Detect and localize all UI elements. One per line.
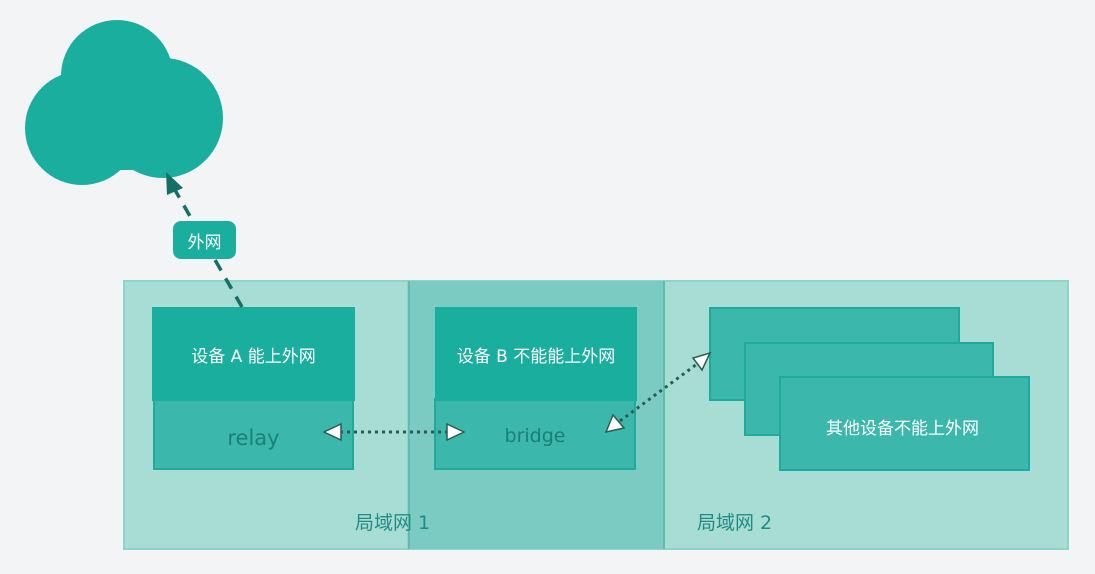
lan-1-label: 局域网 1: [355, 512, 431, 534]
device-a-role-label: relay: [227, 426, 280, 450]
bridge-others-link: [619, 362, 698, 423]
arrow-head-icon: [322, 422, 342, 442]
arrow-head-icon: [604, 413, 626, 434]
other-devices-label: 其他设备不能上外网: [826, 419, 979, 439]
device-b-box: 设备 B 不能能上外网: [435, 307, 637, 401]
arrow-head-icon: [166, 172, 183, 195]
device-a-box: 设备 A 能上外网: [152, 307, 355, 401]
device-b-title: 设备 B 不能能上外网: [456, 346, 616, 367]
lan-2-label: 局域网 2: [697, 512, 773, 534]
device-a-role-box: relay: [153, 398, 354, 470]
external-network-badge: 外网: [173, 221, 236, 259]
device-a-title: 设备 A 能上外网: [191, 346, 316, 367]
other-device-card-3: [779, 376, 1030, 471]
device-b-role-label: bridge: [504, 425, 566, 447]
external-network-label: 外网: [187, 232, 222, 253]
arrow-head-icon: [691, 351, 712, 372]
arrow-head-icon: [446, 422, 466, 442]
